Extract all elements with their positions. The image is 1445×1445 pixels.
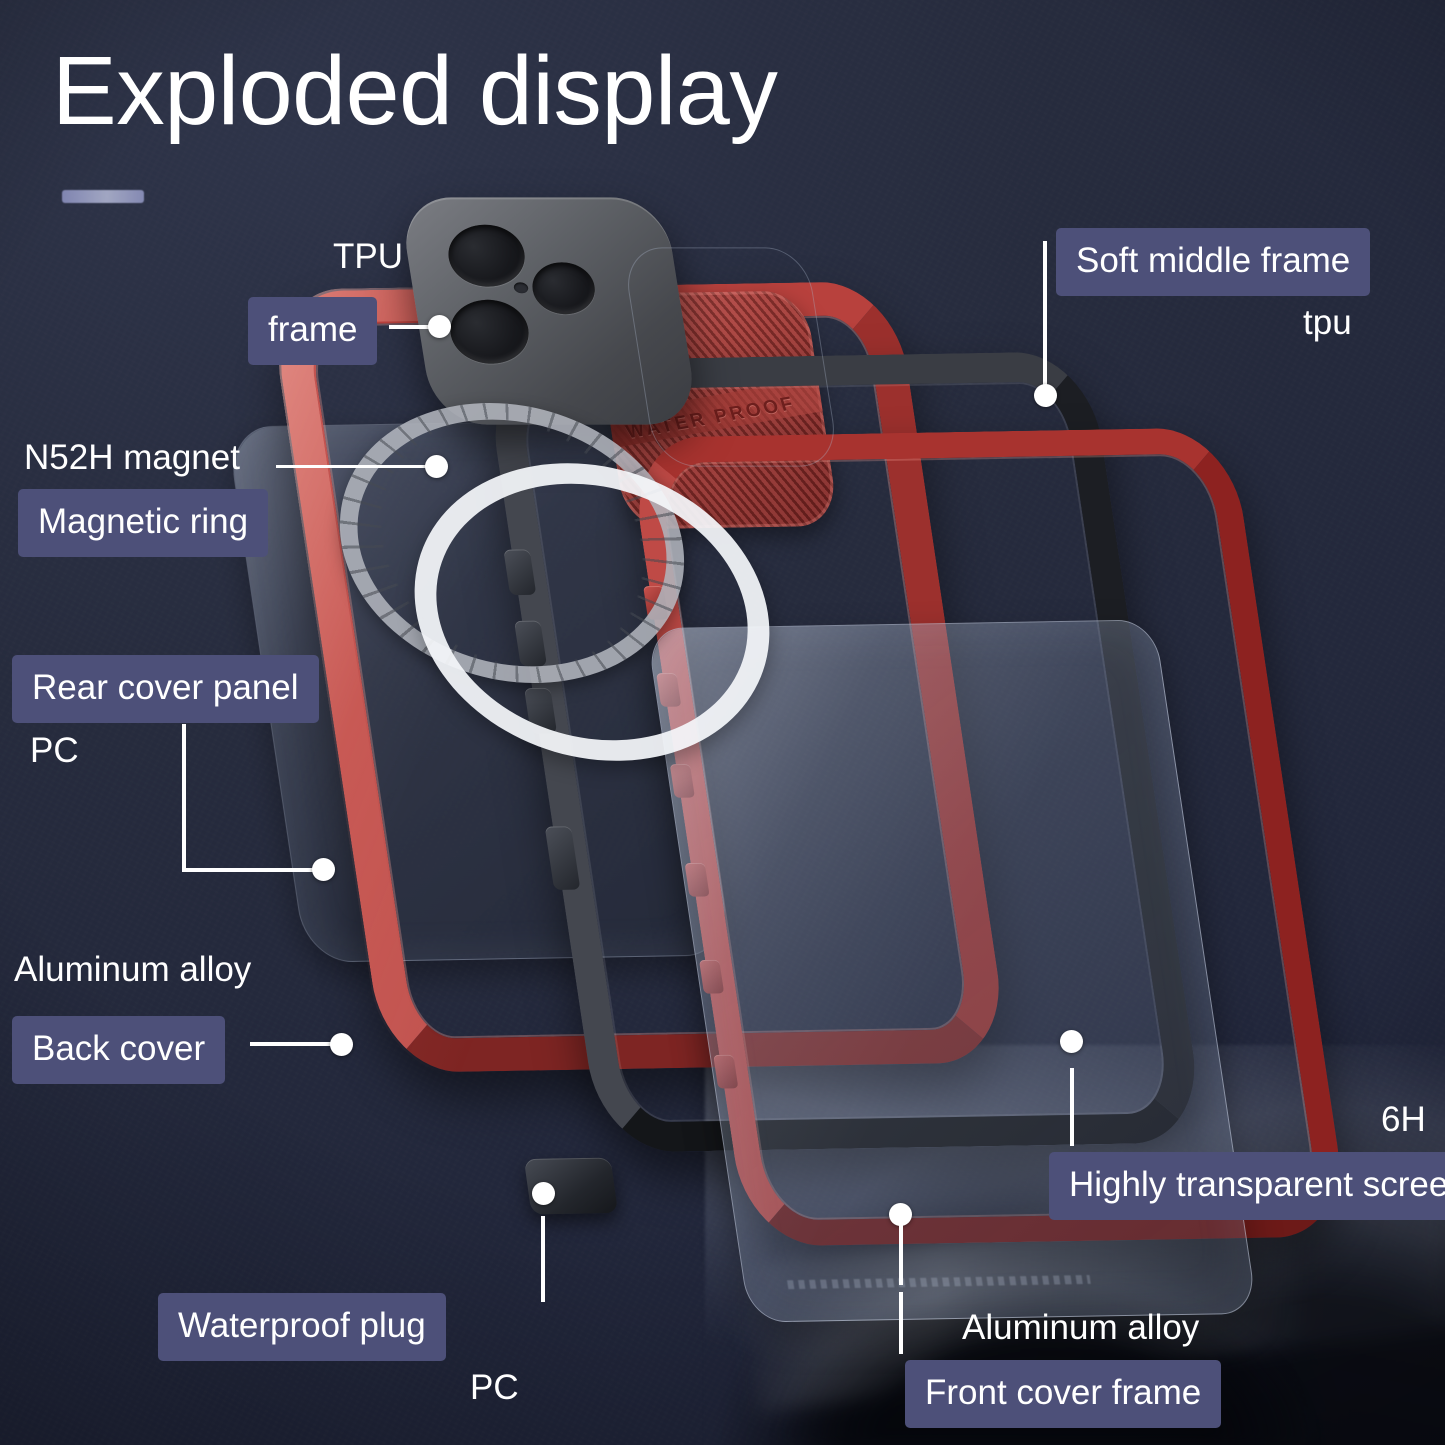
callout-tpu-leader <box>389 325 435 329</box>
callout-back-cover-label: Back cover <box>12 1016 226 1084</box>
callout-soft-middle-frame-material: tpu <box>1303 303 1352 342</box>
callout-screen-leader <box>1070 1068 1074 1146</box>
callout-front-cover-frame-material: Aluminum alloy <box>962 1308 1200 1347</box>
title-accent-bar <box>62 190 144 203</box>
callout-waterproof-plug-label: Waterproof plug <box>158 1293 446 1361</box>
callout-back-cover-dot <box>330 1033 353 1056</box>
callout-front-cover-frame-leader <box>899 1292 903 1354</box>
callout-magnet-leader <box>276 465 436 468</box>
callout-soft-middle-frame-leader <box>1043 241 1047 389</box>
callout-screen-material: 6H <box>1381 1100 1426 1139</box>
wireframe-outline <box>621 247 841 467</box>
callout-tpu-dot <box>428 315 451 338</box>
callout-rear-cover-panel-label: Rear cover panel <box>12 655 319 723</box>
callout-rear-cover-panel-dot <box>312 858 335 881</box>
callout-back-cover-leader <box>250 1042 340 1046</box>
callout-magnetic-ring-label: Magnetic ring <box>18 489 269 557</box>
callout-rear-cover-panel-leader <box>182 724 324 872</box>
callout-tpu-frame-label: frame <box>248 297 378 365</box>
callout-waterproof-plug-leader <box>541 1216 545 1302</box>
callout-screen-dot <box>1060 1030 1083 1053</box>
callout-back-cover-material: Aluminum alloy <box>14 950 252 989</box>
callout-magnet-material: N52H magnet <box>24 438 240 477</box>
callout-front-cover-frame-label: Front cover frame <box>905 1360 1222 1428</box>
callout-magnet-dot <box>425 455 448 478</box>
callout-soft-middle-frame-dot <box>1034 384 1057 407</box>
callout-waterproof-plug-material: PC <box>470 1368 519 1407</box>
callout-tpu-material: TPU <box>333 237 403 276</box>
callout-rear-cover-panel-material: PC <box>30 731 79 770</box>
callout-screen-label: Highly transparent screen <box>1049 1152 1445 1220</box>
callout-waterproof-plug-dot <box>532 1182 555 1205</box>
callout-soft-middle-frame-label: Soft middle frame <box>1056 228 1371 296</box>
page-title: Exploded display <box>52 36 778 145</box>
callout-front-cover-frame-leader-upper <box>899 1213 903 1285</box>
